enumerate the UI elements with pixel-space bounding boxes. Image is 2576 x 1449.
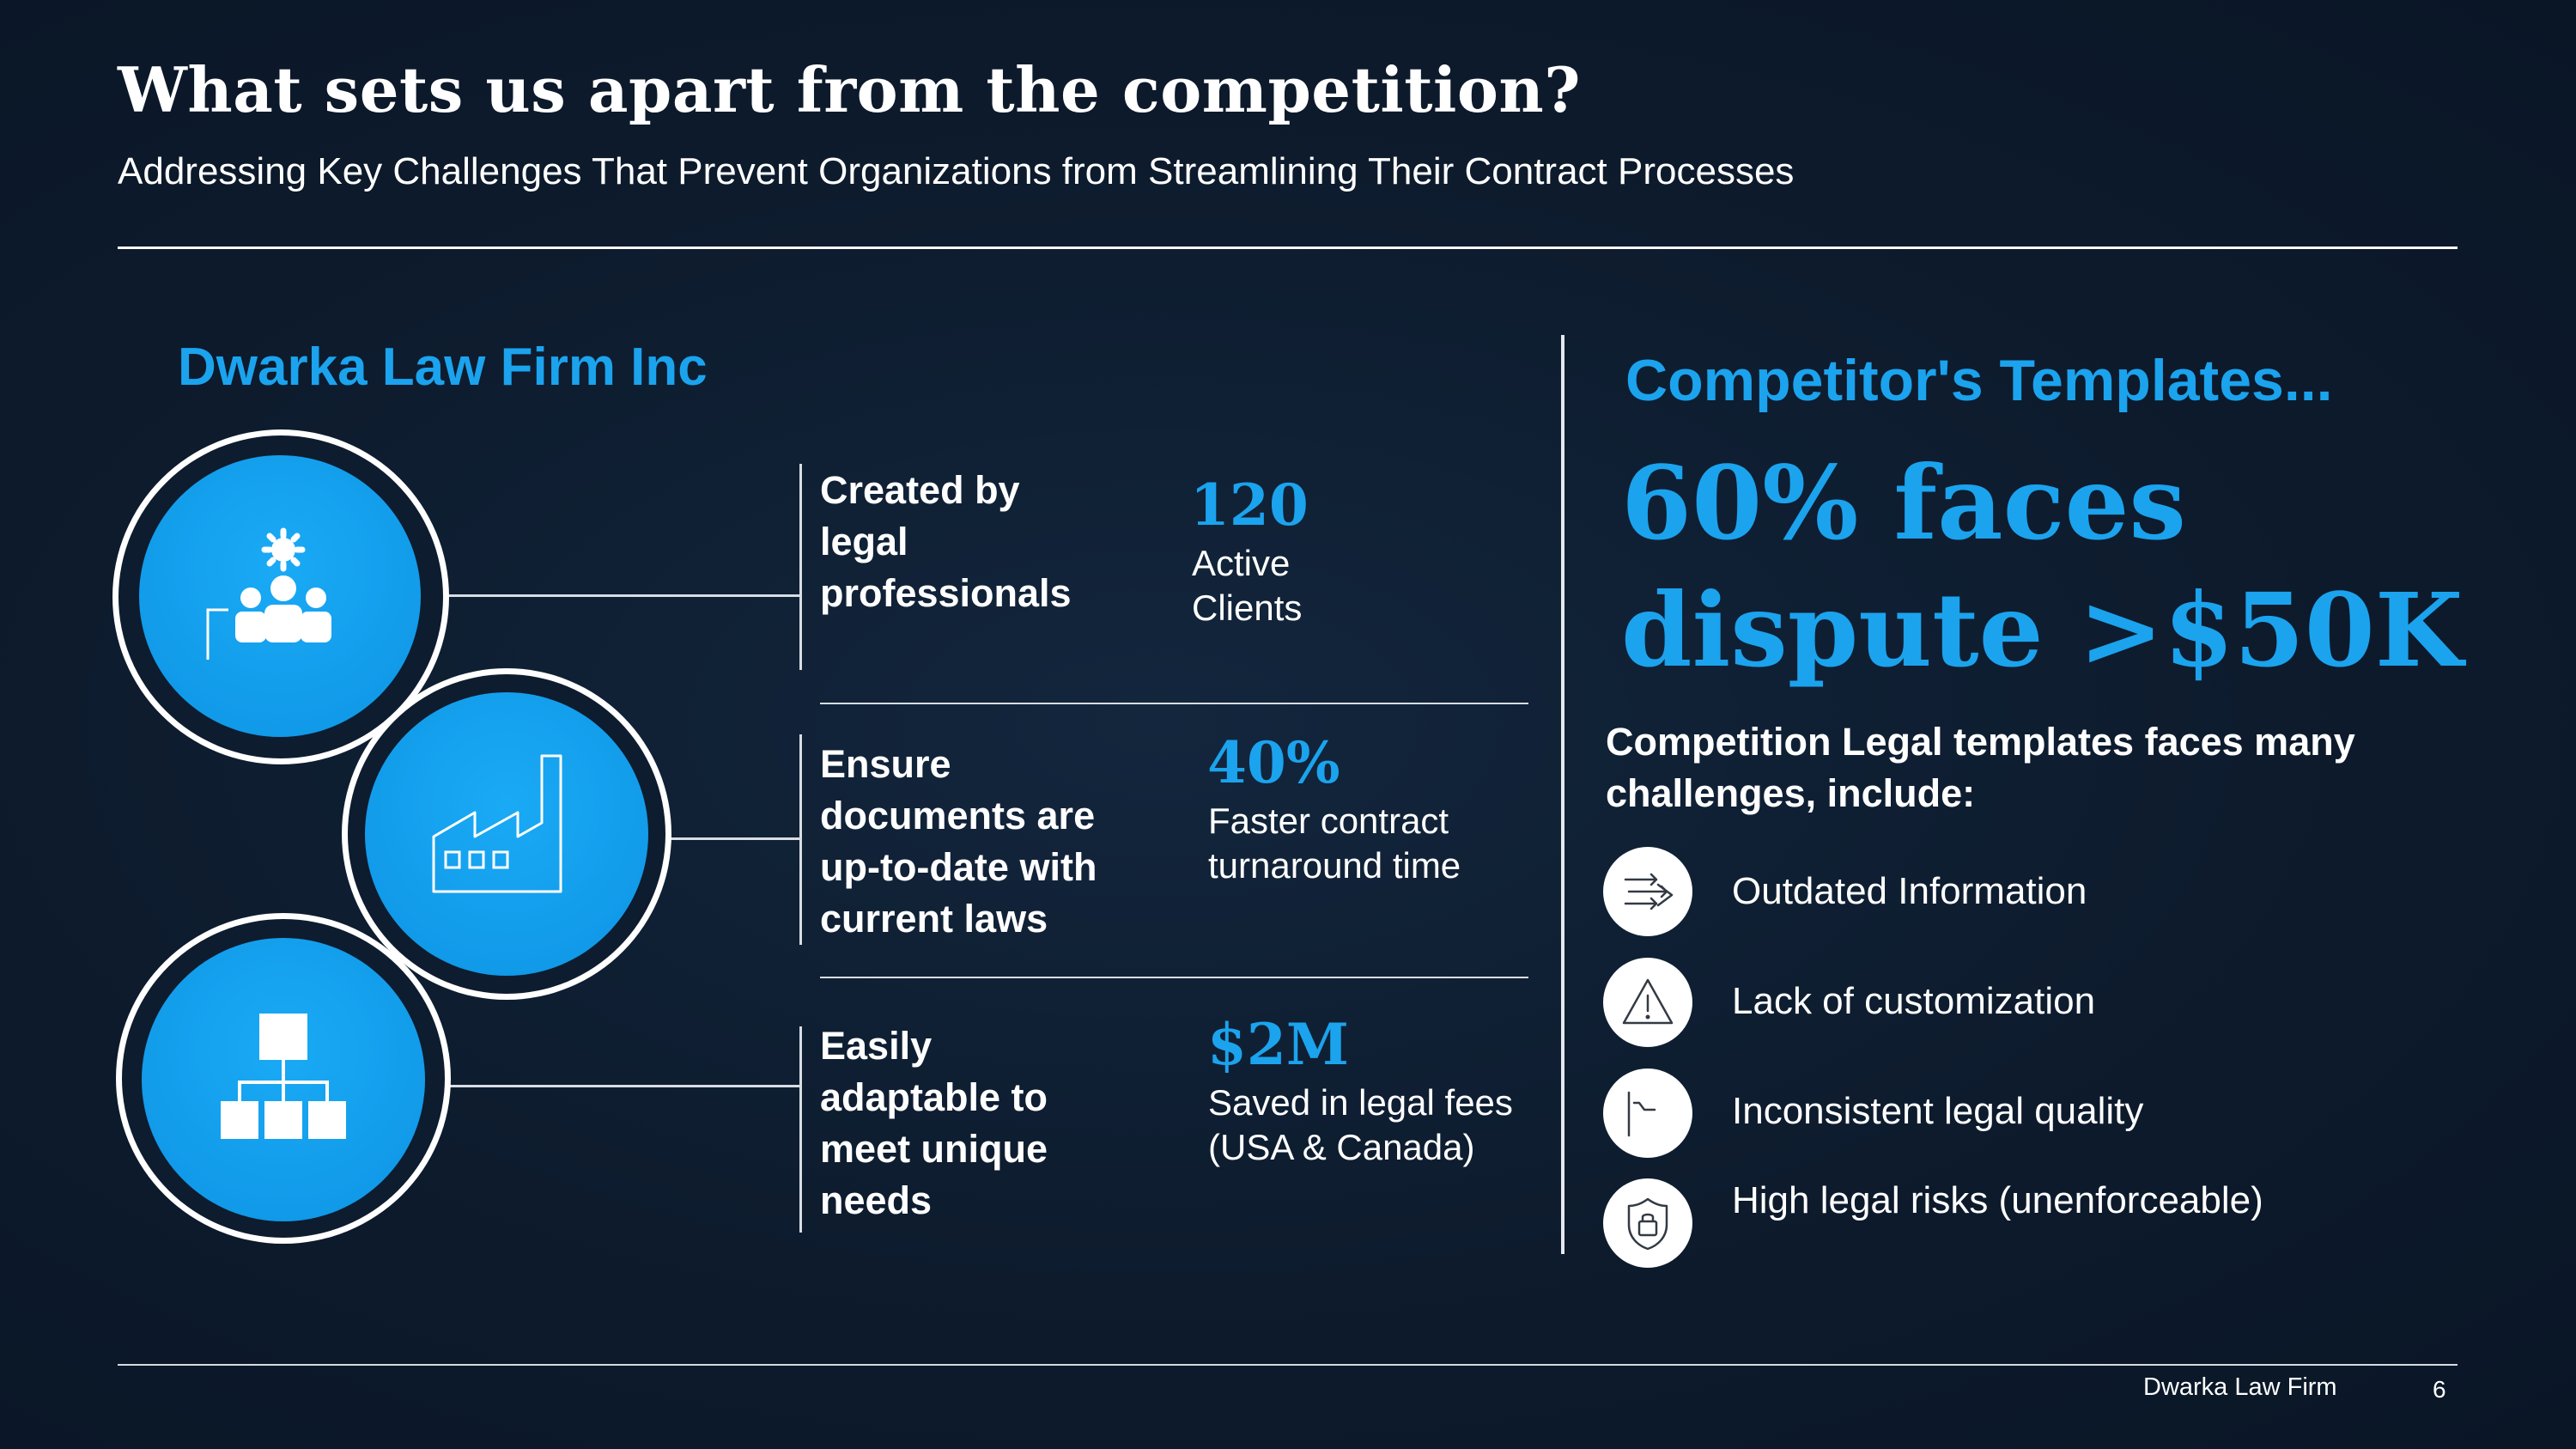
feature-text-2: Ensure documents are up-to-date with cur… [820, 742, 1097, 941]
page-number: 6 [2433, 1376, 2446, 1403]
feature-separator-1 [820, 703, 1528, 704]
stat-label-1: Active Clients [1192, 543, 1303, 628]
challenge-label-1: Outdated Information [1732, 870, 2087, 912]
challenge-icon-2 [1603, 958, 1692, 1047]
slide-subtitle: Addressing Key Challenges That Prevent O… [118, 150, 1795, 192]
column-divider [1561, 335, 1564, 1254]
feature-disc-1 [139, 455, 421, 737]
stat-label-3: Saved in legal fees (USA & Canada) [1208, 1082, 1513, 1167]
feature-text-3: Easily adaptable to meet unique needs [820, 1024, 1048, 1222]
graph-icon [1627, 1091, 1656, 1137]
stat-value-3: $2M [1207, 1011, 1349, 1078]
competitor-intro: Competition Legal templates faces many c… [1606, 720, 2355, 815]
challenge-icon-1 [1603, 847, 1692, 936]
connector-3 [429, 1085, 801, 1087]
challenge-label-4: High legal risks (unenforceable) [1732, 1179, 2263, 1221]
footer-firm-name: Dwarka Law Firm [2143, 1373, 2337, 1401]
org-chart-icon [221, 1014, 346, 1139]
feature-bar-1 [799, 464, 802, 670]
stat-label-2: Faster contract turnaround time [1208, 801, 1461, 886]
feature-disc-3 [142, 938, 425, 1221]
lock-icon [1627, 1197, 1668, 1251]
footer-divider [118, 1364, 2458, 1366]
competitor-headline: 60% faces dispute >$50K [1621, 443, 2464, 690]
challenge-label-2: Lack of customization [1732, 980, 2096, 1022]
arrows-icon [1624, 873, 1674, 910]
connector-2 [653, 837, 801, 840]
feature-text-1: Created by legal professionals [820, 468, 1072, 615]
competitor-title: Competitor's Templates... [1625, 348, 2333, 413]
challenge-label-3: Inconsistent legal quality [1732, 1090, 2144, 1132]
feature-bar-2 [799, 734, 802, 945]
feature-bar-3 [799, 1026, 802, 1233]
team-gear-icon [206, 527, 331, 660]
warning-icon [1622, 978, 1674, 1025]
slide-title: What sets us apart from the competition? [118, 53, 1581, 126]
challenge-icon-3 [1603, 1068, 1692, 1158]
firm-name: Dwarka Law Firm Inc [178, 338, 708, 397]
factory-icon [432, 754, 562, 893]
connector-1 [429, 594, 801, 597]
feature-disc-2 [365, 692, 648, 976]
header-divider [118, 247, 2458, 249]
feature-separator-2 [820, 977, 1528, 978]
stat-value-1: 120 [1190, 472, 1309, 539]
challenge-icon-4 [1603, 1178, 1692, 1268]
stat-value-2: 40% [1207, 729, 1340, 796]
